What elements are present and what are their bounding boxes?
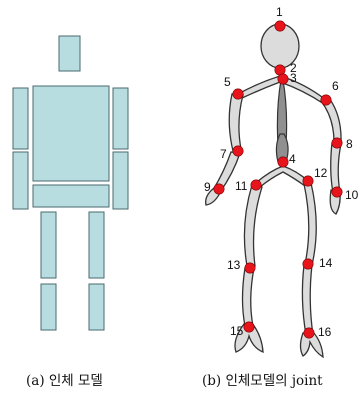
left-shin	[243, 268, 255, 326]
joint-marker-9	[214, 184, 224, 194]
caption-b: (b) 인체모델의 joint	[202, 373, 323, 389]
left-upper-arm-block	[13, 88, 28, 149]
joint-marker-12	[303, 176, 313, 186]
joint-marker-16	[304, 328, 314, 338]
joint-label-11: 11	[235, 179, 248, 193]
joint-label-14: 14	[319, 256, 333, 270]
joint-marker-11	[251, 180, 261, 190]
joint-marker-10	[332, 187, 342, 197]
pelvis-block	[33, 185, 109, 207]
joint-label-6: 6	[332, 79, 339, 93]
joint-label-5: 5	[224, 75, 231, 89]
joint-marker-7	[233, 146, 243, 156]
right-thigh-block	[89, 212, 104, 278]
joint-marker-13	[245, 263, 255, 273]
right-shin-block	[89, 284, 104, 330]
block-body-model	[13, 36, 128, 330]
right-forearm-block	[113, 152, 128, 209]
torso-block	[33, 86, 109, 181]
joint-label-1: 1	[276, 5, 283, 19]
left-shin-block	[41, 284, 56, 330]
joint-label-3: 3	[290, 71, 297, 85]
right-shin	[302, 265, 313, 335]
joint-marker-3	[278, 74, 288, 84]
joint-label-8: 8	[346, 137, 353, 151]
joint-label-9: 9	[204, 180, 211, 194]
joint-marker-15	[244, 322, 254, 332]
hip-segment	[257, 166, 308, 187]
joint-label-7: 7	[220, 147, 227, 161]
joint-marker-6	[321, 95, 331, 105]
joint-label-15: 15	[230, 324, 244, 338]
joint-marker-5	[233, 89, 243, 99]
joint-marker-8	[332, 138, 342, 148]
joint-label-13: 13	[227, 258, 241, 272]
joint-marker-14	[303, 259, 313, 269]
left-thigh	[244, 185, 262, 266]
joint-label-12: 12	[314, 166, 328, 180]
right-upper-arm-block	[113, 88, 128, 149]
joint-label-10: 10	[345, 188, 358, 202]
left-thigh-block	[41, 212, 56, 278]
head-block	[59, 36, 80, 71]
joint-marker-1	[275, 21, 285, 31]
joint-label-16: 16	[318, 325, 332, 339]
left-upper-arm	[229, 94, 243, 151]
right-forearm	[331, 143, 341, 193]
right-thigh	[304, 183, 316, 265]
joint-marker-4	[278, 157, 288, 167]
joint-label-4: 4	[289, 152, 296, 166]
caption-a: (a) 인체 모델	[26, 373, 103, 389]
left-forearm-block	[13, 152, 28, 209]
